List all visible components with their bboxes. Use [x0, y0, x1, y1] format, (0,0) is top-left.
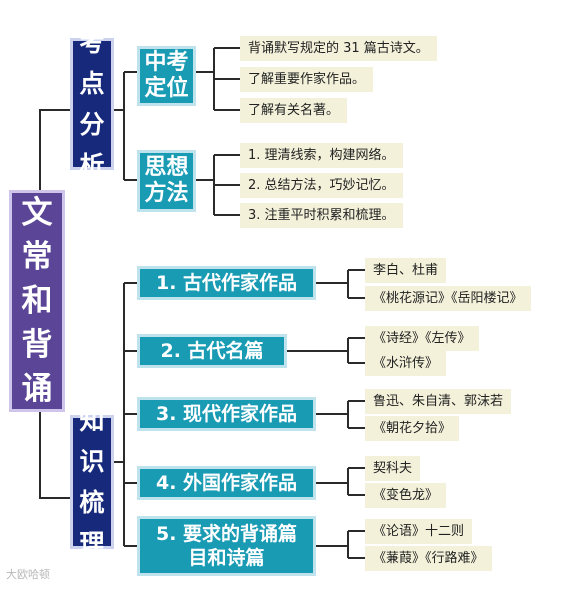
- topic-label: 5. 要求的背诵篇: [155, 523, 298, 545]
- topic-label: 2. 古代名篇: [160, 340, 264, 362]
- leaf-item: 《变色龙》: [365, 483, 447, 508]
- sub-label: 方法: [144, 181, 189, 206]
- sub-label: 思想: [144, 155, 189, 180]
- leaf-item: 《蒹葭》《行路难》: [365, 546, 492, 571]
- leaf-item: 契科夫: [365, 456, 421, 481]
- topic-modern-authors: 3. 现代作家作品: [137, 397, 316, 431]
- root-char: 常: [21, 239, 53, 275]
- leaf-item: 《论语》十二则: [365, 519, 473, 544]
- sub-label: 定位: [144, 76, 189, 101]
- sub-exam-position: 中考 定位: [137, 46, 196, 106]
- topic-label: 1. 古代作家作品: [155, 272, 298, 294]
- category-label: 知识: [79, 406, 105, 476]
- root-char: 诵: [21, 371, 53, 407]
- leaf-item: 了解重要作家作品。: [240, 67, 374, 92]
- leaf-item: 2. 总结方法，巧妙记忆。: [240, 173, 403, 198]
- topic-ancient-authors: 1. 古代作家作品: [137, 266, 316, 300]
- leaf-item: 背诵默写规定的 31 篇古诗文。: [240, 36, 437, 61]
- category-label: 梳理: [79, 488, 105, 558]
- root-char: 背: [21, 327, 53, 363]
- sub-thinking-method: 思想 方法: [137, 150, 196, 212]
- topic-ancient-classics: 2. 古代名篇: [137, 334, 287, 368]
- root-char: 文: [21, 195, 53, 231]
- topic-label: 目和诗篇: [188, 547, 265, 569]
- leaf-item: 了解有关名著。: [240, 98, 348, 123]
- leaf-item: 3. 注重平时积累和梳理。: [240, 203, 403, 228]
- leaf-item: 鲁迅、朱自清、郭沫若: [365, 389, 512, 414]
- sub-label: 中考: [144, 50, 189, 75]
- leaf-item: 李白、杜甫: [365, 258, 447, 283]
- topic-required-recitation: 5. 要求的背诵篇 目和诗篇: [137, 516, 316, 576]
- category-knowledge: 知识 梳理: [70, 406, 114, 558]
- watermark: 大欧哈顿: [6, 568, 50, 581]
- category-analysis: 考点 分析: [70, 28, 114, 180]
- root-node: 文 常 和 背 诵: [9, 190, 65, 412]
- leaf-item: 《桃花源记》《岳阳楼记》: [365, 286, 531, 311]
- topic-label: 4. 外国作家作品: [155, 472, 298, 494]
- category-label: 分析: [79, 110, 105, 180]
- topic-foreign-authors: 4. 外国作家作品: [137, 466, 316, 500]
- root-char: 和: [21, 283, 53, 319]
- leaf-item: 《诗经》《左传》: [365, 326, 479, 351]
- leaf-item: 《朝花夕拾》: [365, 416, 460, 441]
- topic-label: 3. 现代作家作品: [155, 403, 298, 425]
- category-label: 考点: [79, 28, 105, 98]
- leaf-item: 1. 理清线索，构建网络。: [240, 143, 403, 168]
- leaf-item: 《水浒传》: [365, 351, 447, 376]
